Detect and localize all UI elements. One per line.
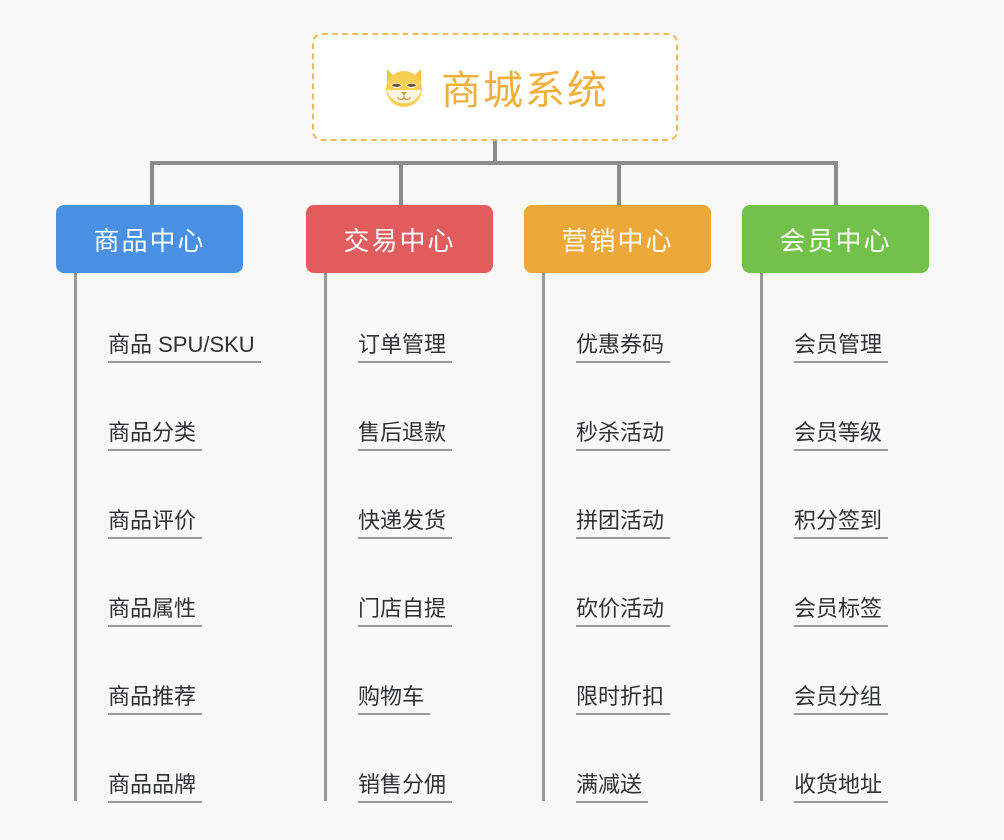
leaf-item-label: 商品分类 — [108, 420, 203, 451]
branch-header-marketing[interactable]: 营销中心 — [524, 205, 711, 273]
root-node[interactable]: 商城系统 — [312, 33, 678, 141]
leaf-item[interactable]: 快递发货 — [327, 451, 453, 539]
leaf-item[interactable]: 商品分类 — [77, 363, 203, 451]
dog-face-icon — [381, 64, 427, 110]
leaf-item[interactable]: 商品属性 — [77, 539, 203, 627]
leaf-item[interactable]: 满减送 — [545, 715, 649, 803]
leaf-item-label: 快递发货 — [358, 508, 453, 539]
leaf-item[interactable]: 商品评价 — [77, 451, 203, 539]
leaf-item-label: 商品评价 — [108, 508, 203, 539]
leaf-item[interactable]: 会员等级 — [763, 363, 889, 451]
branch-header-label: 交易中心 — [343, 225, 456, 256]
leaf-item-label: 订单管理 — [358, 332, 453, 363]
connector-horizontal-bus — [150, 161, 838, 165]
leaf-item[interactable]: 拼团活动 — [545, 451, 671, 539]
leaf-item-label: 积分签到 — [794, 508, 889, 539]
leaf-item-label: 购物车 — [358, 684, 431, 715]
leaf-item-label: 拼团活动 — [576, 508, 671, 539]
leaf-item-label: 商品推荐 — [108, 684, 203, 715]
leaf-item[interactable]: 秒杀活动 — [545, 363, 671, 451]
leaf-item[interactable]: 优惠券码 — [545, 275, 671, 363]
connector-drop-2 — [399, 161, 403, 205]
leaf-item-label: 会员分组 — [794, 684, 889, 715]
leaf-item-label: 门店自提 — [358, 596, 453, 627]
leaf-item-label: 销售分佣 — [358, 772, 453, 803]
branch-header-trade[interactable]: 交易中心 — [306, 205, 493, 273]
leaf-item[interactable]: 商品推荐 — [77, 627, 203, 715]
leaf-item[interactable]: 砍价活动 — [545, 539, 671, 627]
branch-header-member[interactable]: 会员中心 — [742, 205, 929, 273]
leaf-item[interactable]: 商品品牌 — [77, 715, 203, 803]
branch-header-label: 营销中心 — [561, 225, 674, 256]
connector-drop-1 — [150, 161, 154, 205]
leaf-item[interactable]: 商品 SPU/SKU — [77, 275, 261, 363]
leaf-rail — [760, 275, 763, 801]
leaf-item[interactable]: 收货地址 — [763, 715, 889, 803]
leaf-item-label: 会员管理 — [794, 332, 889, 363]
branch-header-label: 商品中心 — [93, 225, 206, 256]
leaf-item[interactable]: 订单管理 — [327, 275, 453, 363]
leaf-item[interactable]: 会员标签 — [763, 539, 889, 627]
leaf-item-label: 会员标签 — [794, 596, 889, 627]
leaf-item-label: 会员等级 — [794, 420, 889, 451]
leaf-item[interactable]: 购物车 — [327, 627, 431, 715]
leaf-item[interactable]: 积分签到 — [763, 451, 889, 539]
leaf-item-label: 商品品牌 — [108, 772, 203, 803]
leaf-item[interactable]: 销售分佣 — [327, 715, 453, 803]
leaf-item-label: 砍价活动 — [576, 596, 671, 627]
leaf-item[interactable]: 限时折扣 — [545, 627, 671, 715]
leaf-item-label: 秒杀活动 — [576, 420, 671, 451]
leaf-item-label: 优惠券码 — [576, 332, 671, 363]
leaf-rail — [324, 275, 327, 801]
leaf-item-label: 收货地址 — [794, 772, 889, 803]
leaf-item[interactable]: 会员分组 — [763, 627, 889, 715]
leaf-item-label: 限时折扣 — [576, 684, 671, 715]
leaf-item-label: 满减送 — [576, 772, 649, 803]
connector-drop-4 — [834, 161, 838, 205]
leaf-item[interactable]: 门店自提 — [327, 539, 453, 627]
branch-header-label: 会员中心 — [779, 225, 892, 256]
leaf-rail — [74, 275, 77, 801]
leaf-item-label: 售后退款 — [358, 420, 453, 451]
leaf-rail — [542, 275, 545, 801]
leaf-item[interactable]: 售后退款 — [327, 363, 453, 451]
leaf-item[interactable]: 会员管理 — [763, 275, 889, 363]
connector-root-stem — [493, 141, 497, 163]
root-title: 商城系统 — [441, 69, 609, 113]
leaf-item-label: 商品属性 — [108, 596, 203, 627]
connector-drop-3 — [617, 161, 621, 205]
leaf-item-label: 商品 SPU/SKU — [108, 332, 261, 363]
branch-header-product[interactable]: 商品中心 — [56, 205, 243, 273]
